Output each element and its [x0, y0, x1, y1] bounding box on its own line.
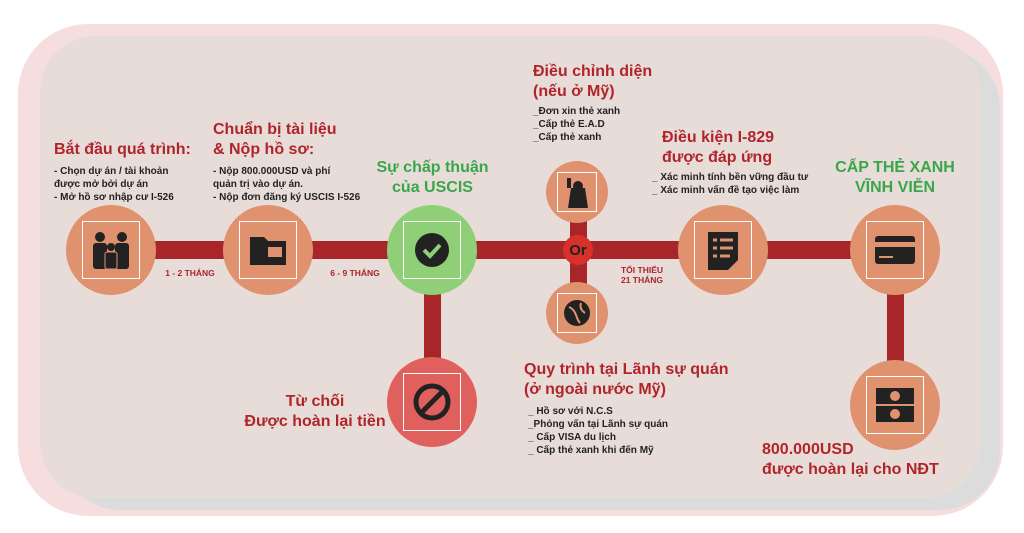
- checklist-icon: [708, 232, 738, 270]
- step-consular-title2: (ở ngoài nước Mỹ): [524, 381, 666, 398]
- step-adjust-text: Điều chỉnh diện (nếu ở Mỹ) _Đơn xin thẻ …: [533, 62, 652, 144]
- step-greencard-circle: [850, 205, 940, 295]
- statue-of-liberty-icon: [567, 178, 588, 208]
- step-consular-circle: [546, 282, 608, 344]
- globe-icon: [564, 300, 590, 326]
- step-start-items: - Chọn dự án / tài khoản được mở bởi dự …: [54, 166, 174, 203]
- step-consular-text: Quy trình tại Lãnh sự quán (ở ngoài nước…: [524, 360, 728, 457]
- step-approval-text: Sự chấp thuận của USCIS: [370, 158, 495, 198]
- step-i829-items: _ Xác minh tính bền vững đầu tư _ Xác mi…: [652, 172, 809, 196]
- step-consular-items: _ Hồ sơ với N.C.S _Phỏng vấn tại Lãnh sự…: [528, 406, 669, 456]
- step-approval-title1: Sự chấp thuận: [376, 159, 489, 176]
- family-icon: [93, 232, 129, 270]
- duration-2: 6 - 9 THÁNG: [330, 268, 380, 278]
- folder-icon: [250, 237, 286, 265]
- step-approval-title2: của USCIS: [392, 179, 473, 196]
- card-background: [40, 36, 980, 498]
- step-consular-title1: Quy trình tại Lãnh sự quán: [524, 361, 729, 378]
- step-start-text: Bắt đầu quá trình: - Chọn dự án / tài kh…: [54, 140, 191, 204]
- duration-1: 1 - 2 THÁNG: [165, 268, 215, 278]
- step-adjust-items: _Đơn xin thẻ xanh _Cấp thẻ E.A.D _Cấp th…: [533, 106, 621, 143]
- step-reject-circle: [387, 357, 477, 447]
- step-adjust-title2: (nếu ở Mỹ): [533, 83, 615, 100]
- prohibited-icon: [413, 383, 451, 421]
- or-badge: Or: [563, 235, 593, 265]
- step-greencard-text: CẤP THẺ XANH VĨNH VIỄN: [830, 158, 960, 198]
- step-prepare-circle: [223, 205, 313, 295]
- step-prepare-title1: Chuẩn bị tài liệu: [213, 121, 337, 138]
- step-refund-circle: [850, 360, 940, 450]
- step-i829-circle: [678, 205, 768, 295]
- step-prepare-title2: & Nộp hồ sơ:: [213, 141, 315, 158]
- step-reject-title1: Từ chối: [285, 393, 345, 410]
- step-start-circle: [66, 205, 156, 295]
- step-refund-title1: 800.000USD: [762, 441, 854, 458]
- step-i829-title2: được đáp ứng: [662, 149, 773, 166]
- duration-3-line2: 21 THÁNG: [620, 275, 664, 285]
- step-reject-text: Từ chối Được hoàn lại tiền: [230, 392, 400, 432]
- step-prepare-text: Chuẩn bị tài liệu & Nộp hồ sơ: - Nộp 800…: [213, 120, 360, 204]
- duration-3-line1: TỐI THIỂU: [620, 265, 664, 275]
- step-i829-title1: Điều kiện I-829: [662, 129, 775, 146]
- step-refund-title2: được hoàn lại cho NĐT: [762, 461, 939, 478]
- step-greencard-title1: CẤP THẺ XANH: [835, 159, 955, 176]
- step-start-title: Bắt đầu quá trình:: [54, 141, 191, 158]
- money-icon: [876, 388, 914, 422]
- step-reject-title2: Được hoàn lại tiền: [244, 413, 386, 430]
- step-i829-text: Điều kiện I-829 được đáp ứng _ Xác minh …: [652, 128, 808, 197]
- step-prepare-items: - Nộp 800.000USD và phí quản trị vào dự …: [213, 166, 361, 203]
- check-icon: [415, 233, 449, 267]
- step-greencard-title2: VĨNH VIỄN: [854, 179, 935, 196]
- card-icon: [875, 236, 915, 264]
- step-adjust-title1: Điều chỉnh diện: [533, 63, 653, 80]
- step-adjust-circle: [546, 161, 608, 223]
- step-refund-text: 800.000USD được hoàn lại cho NĐT: [762, 440, 939, 480]
- step-approval-circle: [387, 205, 477, 295]
